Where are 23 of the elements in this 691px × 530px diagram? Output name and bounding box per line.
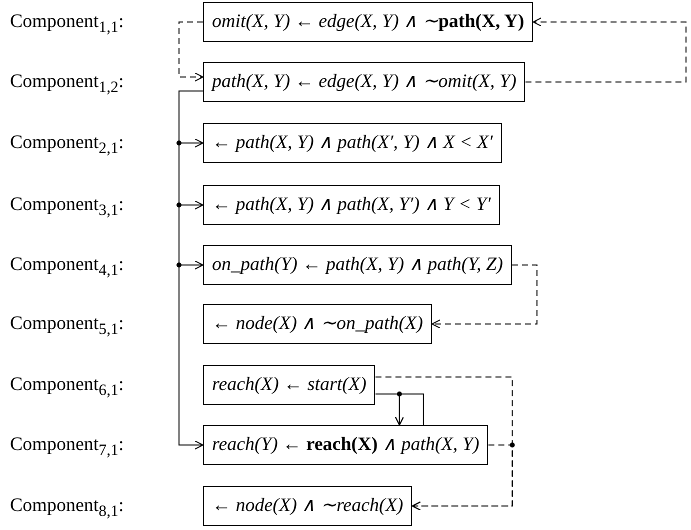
rule-text: ← node(X) ∧ ∼on_path(X) (212, 313, 423, 334)
rule-text: path(X, Y) ← edge(X, Y) ∧ ∼omit(X, Y) (212, 71, 516, 92)
component-label: Component$_{2,1}$: (10, 131, 124, 159)
dashed-arrow (431, 264, 538, 328)
rule-text: ← path(X, Y) ∧ path(X, Y′) ∧ Y < Y′ (212, 194, 491, 215)
dashed-arrow (412, 444, 513, 510)
component-label: Component$_{1,2}$: (10, 70, 124, 98)
rule-text: reach(X) ← start(X) (212, 374, 366, 395)
rule-text: omit(X, Y) ← edge(X, Y) ∧ ∼path(X, Y) (212, 11, 524, 32)
rule-text: ← path(X, Y) ∧ path(X′, Y) ∧ X < X′ (212, 132, 493, 153)
component-label: Component$_{8,1}$: (10, 494, 124, 522)
rule-text: ← node(X) ∧ ∼reach(X) (212, 495, 404, 516)
component-label: Component$_{7,1}$: (10, 433, 124, 461)
dashed-arrow (524, 18, 686, 82)
component-label: Component$_{3,1}$: (10, 193, 124, 221)
arrow (394, 394, 424, 426)
component-label: Component$_{4,1}$: (10, 253, 124, 281)
component-label: Component$_{6,1}$: (10, 373, 124, 401)
rule-text: reach(Y) ← reach(X) ∧ path(X, Y) (212, 434, 480, 455)
component-label: Component$_{5,1}$: (10, 312, 124, 340)
dashed-arrow (178, 22, 204, 82)
rule-text: on_path(Y) ← path(X, Y) ∧ path(Y, Z) (212, 254, 503, 275)
component-label: Component$_{1,1}$: (10, 10, 124, 38)
